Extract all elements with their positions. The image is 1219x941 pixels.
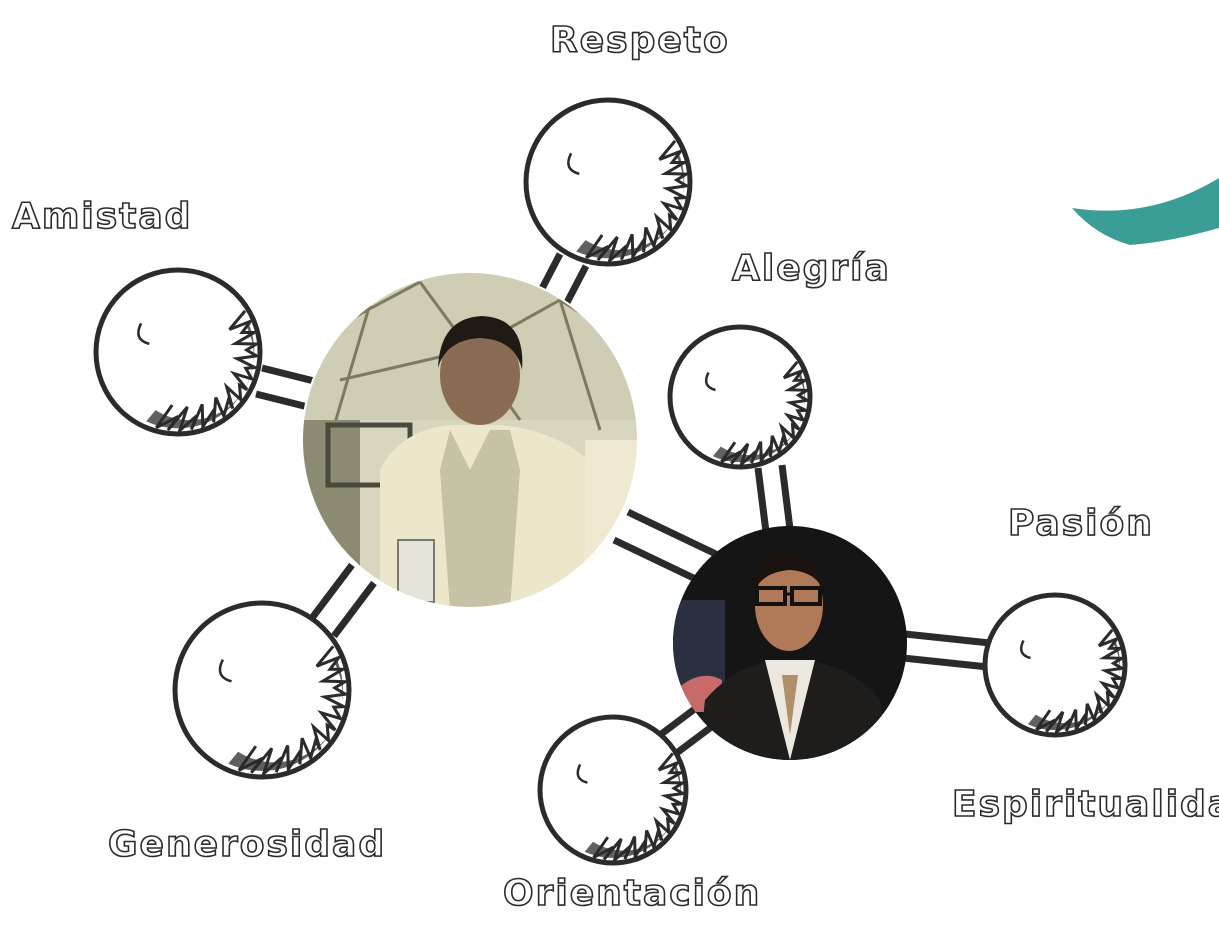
label-pasion: Pasión	[1007, 502, 1154, 545]
bond-main	[612, 508, 722, 588]
sphere-alegria-icon	[667, 324, 813, 470]
sphere-pasion-icon	[982, 592, 1128, 738]
sphere-respeto-icon	[523, 97, 693, 267]
sphere-generosidad-icon	[172, 600, 352, 780]
bond-amistad	[255, 364, 319, 412]
label-orientacion: Orientación	[502, 872, 762, 915]
label-espiritualidad: Espiritualidad	[951, 783, 1219, 826]
label-alegria: Alegría	[731, 247, 891, 290]
bond-generosidad	[309, 562, 377, 639]
bond-alegria	[754, 464, 794, 533]
bonds	[255, 252, 991, 758]
label-respeto: Respeto	[549, 19, 730, 62]
label-generosidad: Generosidad	[107, 823, 387, 866]
bond-orientacion	[657, 702, 717, 758]
label-amistad: Amistad	[11, 195, 193, 238]
teal-accent-shape	[1072, 178, 1219, 245]
photo-man-jacket	[301, 271, 639, 609]
photo-man-glasses	[673, 526, 907, 760]
sphere-amistad-icon	[93, 267, 263, 437]
bond-pasion	[902, 630, 991, 671]
sphere-orientacion-icon	[537, 714, 689, 866]
